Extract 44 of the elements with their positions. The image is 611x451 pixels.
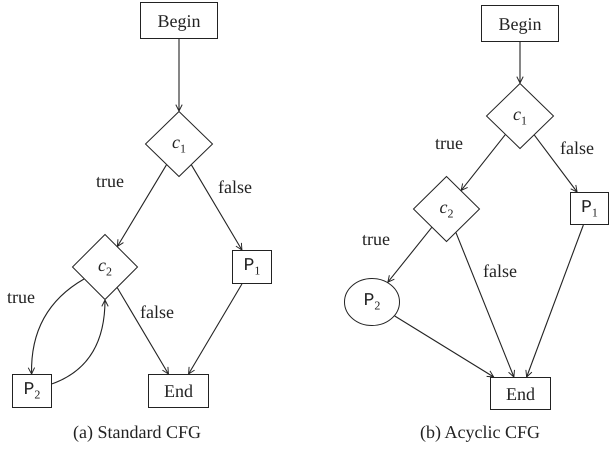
node-label: End: [506, 384, 535, 402]
arrow: [116, 164, 167, 247]
node-label: P$_{1}$: [581, 198, 598, 218]
arrow: [455, 232, 515, 378]
arrow: [116, 287, 169, 374]
decision-diamond: [486, 83, 554, 149]
edge-label: false: [217, 178, 253, 196]
node-label: End: [164, 382, 193, 400]
node-label: c$_{2}$: [98, 256, 112, 278]
node-label: P$_{2}$: [364, 292, 380, 312]
node-label: P$_{1}$: [244, 257, 260, 277]
node-label: c$_{1}$: [172, 133, 186, 155]
arrow: [394, 316, 494, 378]
figure-caption: (a) Standard CFG: [73, 422, 201, 443]
figure-caption: (b) Acyclic CFG: [420, 422, 540, 443]
arrow: [52, 300, 108, 384]
node-label: c$_{1}$: [513, 105, 527, 127]
arrow: [534, 134, 578, 192]
decision-diamond: [413, 176, 480, 242]
node-label: Begin: [498, 14, 542, 32]
arrow: [28, 278, 84, 374]
arrow: [387, 227, 432, 283]
node-label: c$_{2}$: [440, 198, 454, 220]
edge-label: false: [482, 262, 518, 280]
process-box: [481, 5, 559, 42]
process-box: [148, 374, 209, 408]
arrow: [516, 42, 524, 84]
arrow: [525, 224, 584, 378]
node-label: Begin: [158, 12, 200, 30]
decision-diamond: [72, 234, 138, 300]
edge-label: false: [139, 303, 175, 321]
process-box: [12, 374, 52, 408]
process-box: [232, 250, 272, 284]
arrow: [188, 284, 242, 374]
process-ellipse: [344, 278, 400, 326]
process-box: [570, 192, 609, 225]
decision-diamond: [145, 111, 213, 177]
arrow: [190, 164, 242, 250]
process-box: [490, 377, 551, 410]
arrow: [175, 39, 183, 112]
process-box: [140, 2, 218, 39]
node-label: P$_{2}$: [24, 381, 40, 401]
arrow: [460, 134, 506, 191]
edge-label: false: [559, 139, 595, 157]
